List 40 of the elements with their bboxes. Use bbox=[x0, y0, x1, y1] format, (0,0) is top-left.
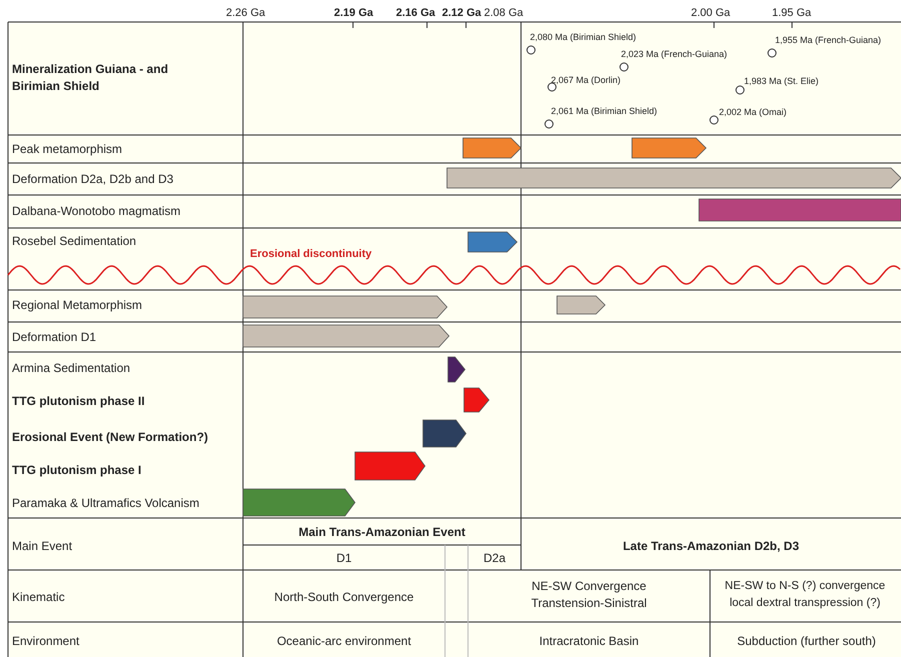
sample-age-label: 2,080 Ma (Birimian Shield) bbox=[530, 32, 636, 43]
row-label: Erosional Event (New Formation?) bbox=[12, 429, 208, 446]
row-label: Kinematic bbox=[12, 589, 65, 606]
row-label: Dalbana-Wonotobo magmatism bbox=[12, 203, 181, 220]
row-label: Main Event bbox=[12, 538, 72, 555]
age-tick-label: 2.00 Ga bbox=[691, 6, 730, 21]
table-cell-text: Subduction (further south) bbox=[736, 633, 877, 650]
sample-age-label: 2,002 Ma (Omai) bbox=[719, 107, 787, 118]
row-label: Mineralization Guiana - and Birimian Shield bbox=[12, 61, 170, 95]
row-label: Environment bbox=[12, 633, 80, 650]
age-tick-label: 2.16 Ga bbox=[396, 6, 436, 21]
row-label: Regional Metamorphism bbox=[12, 297, 142, 314]
annotation-label: Erosional discontinuity bbox=[250, 247, 372, 262]
table-cell-text: NE-SW Convergence Transtension-Sinistral bbox=[530, 578, 648, 612]
table-cell-text: Oceanic-arc environment bbox=[276, 633, 412, 650]
header-cell-text: Late Trans-Amazonian D2b, D3 bbox=[622, 538, 800, 555]
header-cell-text: Main Trans-Amazonian Event bbox=[298, 524, 466, 541]
table-cell-text: North-South Convergence bbox=[273, 589, 415, 606]
sample-age-label: 2,067 Ma (Dorlin) bbox=[551, 75, 621, 86]
sample-age-label: 2,023 Ma (French-Guiana) bbox=[621, 49, 728, 60]
row-label: Paramaka & Ultramafics Volcanism bbox=[12, 495, 200, 512]
age-tick-label: 2.19 Ga bbox=[334, 6, 374, 21]
sample-age-label: 1,983 Ma (St. Elie) bbox=[744, 76, 819, 87]
row-label: TTG plutonism phase I bbox=[12, 462, 142, 479]
table-cell-text: NE-SW to N-S (?) convergence local dextral transpression (?) bbox=[724, 579, 886, 611]
row-label: Peak metamorphism bbox=[12, 141, 122, 158]
sample-age-label: 1,955 Ma (French-Guiana) bbox=[775, 35, 882, 46]
sample-age-label: 2,061 Ma (Birimian Shield) bbox=[551, 106, 658, 117]
table-cell-text: Intracratonic Basin bbox=[538, 633, 640, 650]
age-tick-label: 2.12 Ga bbox=[442, 6, 482, 21]
age-tick-label: 2.08 Ga bbox=[484, 6, 524, 21]
row-label: Rosebel Sedimentation bbox=[12, 233, 136, 250]
age-tick-label: 2.26 Ga bbox=[226, 6, 266, 21]
row-label: Armina Sedimentation bbox=[12, 360, 130, 377]
table-cell-text: D1 bbox=[335, 550, 353, 567]
age-tick-label: 1.95 Ga bbox=[772, 6, 812, 21]
table-cell-text: D2a bbox=[482, 550, 506, 567]
row-label: Deformation D2a, D2b and D3 bbox=[12, 171, 174, 188]
row-label: Deformation D1 bbox=[12, 329, 96, 346]
row-label: TTG plutonism phase II bbox=[12, 393, 145, 410]
